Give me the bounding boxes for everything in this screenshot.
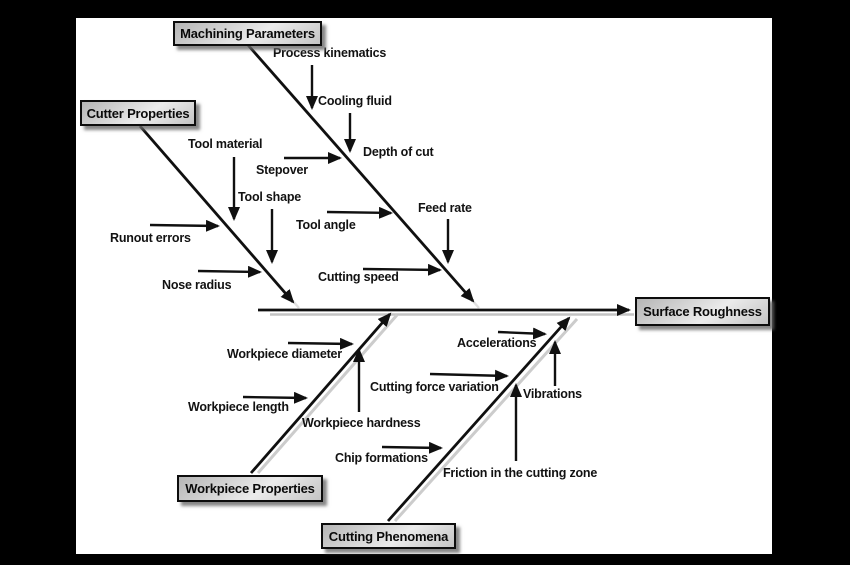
runout-errors-arrow <box>149 219 220 232</box>
cause-label-cutting-speed: Cutting speed <box>318 270 399 284</box>
machining-parameters-branch <box>246 44 475 303</box>
chip-formations-arrow <box>381 441 443 454</box>
effect-box-surface-roughness: Surface Roughness <box>635 297 770 326</box>
category-box-machining-parameters: Machining Parameters <box>173 21 322 46</box>
workpiece-branch-shadow <box>256 314 399 474</box>
accelerations-arrow <box>497 327 547 340</box>
cause-label-runout-errors: Runout errors <box>110 231 191 245</box>
cause-label-tool-material: Tool material <box>188 137 263 151</box>
nose-radius-arrow <box>197 265 262 278</box>
cause-label-accelerations: Accelerations <box>457 336 537 350</box>
cause-label-tool-shape: Tool shape <box>238 190 302 204</box>
cause-label-depth-of-cut: Depth of cut <box>363 145 434 159</box>
cause-label-workpiece-length: Workpiece length <box>188 400 289 414</box>
cutting-phenomena-branch <box>386 316 571 522</box>
cause-label-feed-rate: Feed rate <box>418 201 472 215</box>
cause-label-cooling-fluid: Cooling fluid <box>318 94 392 108</box>
cause-label-tool-angle: Tool angle <box>296 218 356 232</box>
category-box-cutting-phenomena: Cutting Phenomena <box>321 523 456 549</box>
cause-label-friction-in-cutting-zone: Friction in the cutting zone <box>443 466 598 480</box>
category-box-workpiece-properties: Workpiece Properties <box>177 475 323 502</box>
cause-label-nose-radius: Nose radius <box>162 278 232 292</box>
cutter-properties-branch <box>138 125 295 304</box>
cause-label-process-kinematics: Process kinematics <box>273 46 387 60</box>
workpiece-length-arrow <box>242 391 308 404</box>
cutting-force-variation-arrow <box>429 369 509 382</box>
cause-label-vibrations: Vibrations <box>523 387 582 401</box>
tool-angle-arrow <box>326 206 393 219</box>
workpiece-diameter-arrow <box>287 337 354 350</box>
cause-label-workpiece-diameter: Workpiece diameter <box>227 347 342 361</box>
cause-label-workpiece-hardness: Workpiece hardness <box>302 416 421 430</box>
cause-label-cutting-force-variation: Cutting force variation <box>370 380 499 394</box>
cutting-phenomena-branch-shadow <box>393 317 579 523</box>
cause-label-stepover: Stepover <box>256 163 308 177</box>
cause-label-chip-formations: Chip formations <box>335 451 428 465</box>
category-box-cutter-properties: Cutter Properties <box>80 100 196 126</box>
cutting-speed-arrow <box>362 263 442 276</box>
workpiece-properties-branch <box>249 312 392 474</box>
